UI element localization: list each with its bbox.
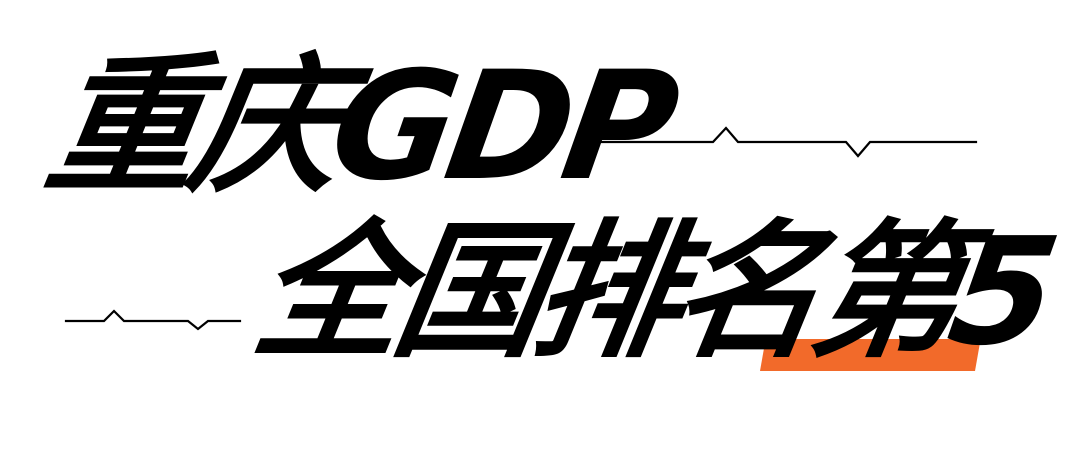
wave-line-icon	[586, 126, 978, 158]
wave-line-icon	[64, 309, 242, 331]
headline-line-2: 全国排名第5	[244, 206, 1061, 378]
headline-line-1: 重庆GDP	[36, 40, 682, 214]
